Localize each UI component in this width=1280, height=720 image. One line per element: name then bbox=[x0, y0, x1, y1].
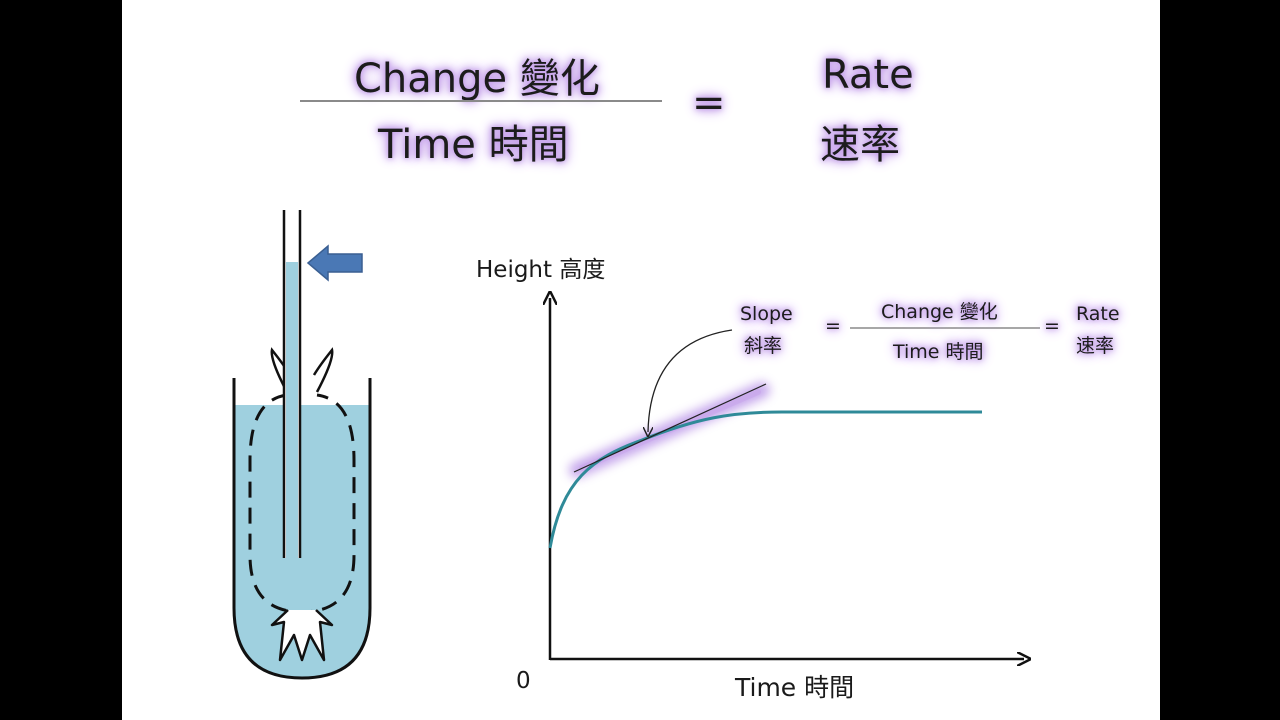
slope-rate-zh-label: 速率 bbox=[1076, 335, 1115, 357]
main-rate-zh-label: 速率 bbox=[820, 122, 900, 168]
height-time-graph bbox=[550, 298, 1040, 660]
beaker-outline bbox=[232, 378, 372, 680]
x-axis-label: Time 時間 bbox=[735, 673, 855, 702]
tangent-line bbox=[573, 383, 767, 473]
slope-denominator: Time 時間 bbox=[893, 341, 984, 363]
bag-knot-bottom bbox=[270, 609, 334, 662]
slope-pointer-arrow bbox=[648, 329, 733, 432]
main-denominator: Time 時間 bbox=[378, 122, 569, 168]
height-curve bbox=[548, 410, 982, 549]
diagram-canvas bbox=[232, 210, 1040, 680]
osmometer-apparatus bbox=[232, 210, 372, 680]
main-numerator: Change 變化 bbox=[354, 56, 600, 102]
slope-equals-1: = bbox=[825, 315, 841, 337]
slope-rate-label: Rate bbox=[1076, 303, 1120, 325]
slide: Change 變化 Time 時間 = Rate 速率 bbox=[122, 0, 1160, 720]
main-equals-sign: = bbox=[692, 80, 726, 126]
main-fraction-bar bbox=[300, 100, 662, 102]
liquid-level-arrow-icon bbox=[306, 244, 363, 282]
slope-numerator: Change 變化 bbox=[881, 301, 998, 323]
y-axis-label: Height 高度 bbox=[476, 257, 606, 283]
main-rate-label: Rate bbox=[822, 52, 914, 98]
slope-zh-label: 斜率 bbox=[744, 335, 783, 357]
tube-liquid bbox=[286, 262, 298, 558]
bag-tie-top bbox=[270, 347, 334, 393]
slope-label: Slope bbox=[740, 303, 793, 325]
beaker-water bbox=[234, 405, 370, 678]
slope-equals-2: = bbox=[1044, 315, 1060, 337]
origin-label: 0 bbox=[516, 668, 531, 694]
